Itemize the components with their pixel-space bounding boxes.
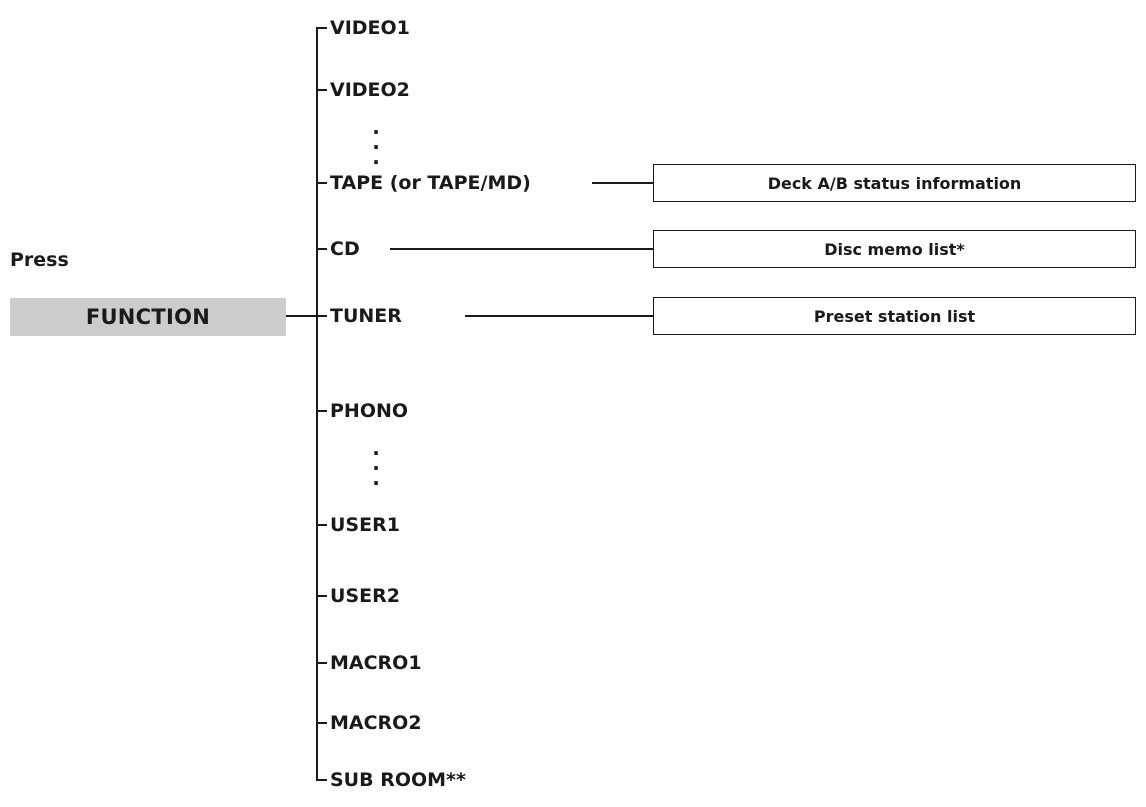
item-user2: USER2 [330,585,400,607]
ellipsis-upper: ... [372,115,380,169]
item-video1: VIDEO1 [330,17,410,39]
function-button[interactable]: FUNCTION [10,298,286,336]
press-label: Press [10,249,69,271]
item-user1: USER1 [330,514,400,536]
tuner-info-box: Preset station list [653,297,1136,335]
trunk-line [316,27,327,781]
ellipsis-lower: ... [372,436,380,490]
tape-info-box: Deck A/B status information [653,164,1136,202]
item-phono: PHONO [330,400,409,422]
cd-info-box: Disc memo list* [653,230,1136,268]
item-cd: CD [330,238,360,260]
item-macro1: MACRO1 [330,652,422,674]
item-macro2: MACRO2 [330,712,422,734]
item-tape: TAPE (or TAPE/MD) [330,172,531,194]
item-tuner: TUNER [330,305,402,327]
item-video2: VIDEO2 [330,79,410,101]
item-sub-room: SUB ROOM** [330,769,466,791]
